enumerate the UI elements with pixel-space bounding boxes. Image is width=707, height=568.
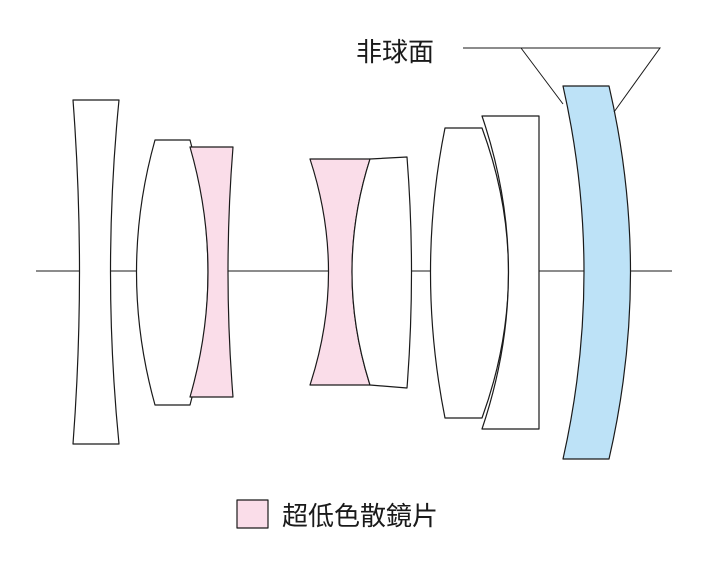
lens-element-6 <box>429 127 510 419</box>
lens-element-7 <box>481 115 540 430</box>
aspherical-lens-element <box>562 85 632 460</box>
legend-swatch-ed <box>236 499 269 529</box>
aspherical-pointer <box>520 47 661 113</box>
legend-label-ed: 超低色散鏡片 <box>282 502 438 532</box>
lens-element-1 <box>72 99 120 445</box>
lens-element-5 <box>351 156 413 389</box>
aspherical-label: 非球面 <box>356 38 434 68</box>
ed-lens-element-1 <box>189 146 234 398</box>
lens-element-2 <box>135 139 209 406</box>
